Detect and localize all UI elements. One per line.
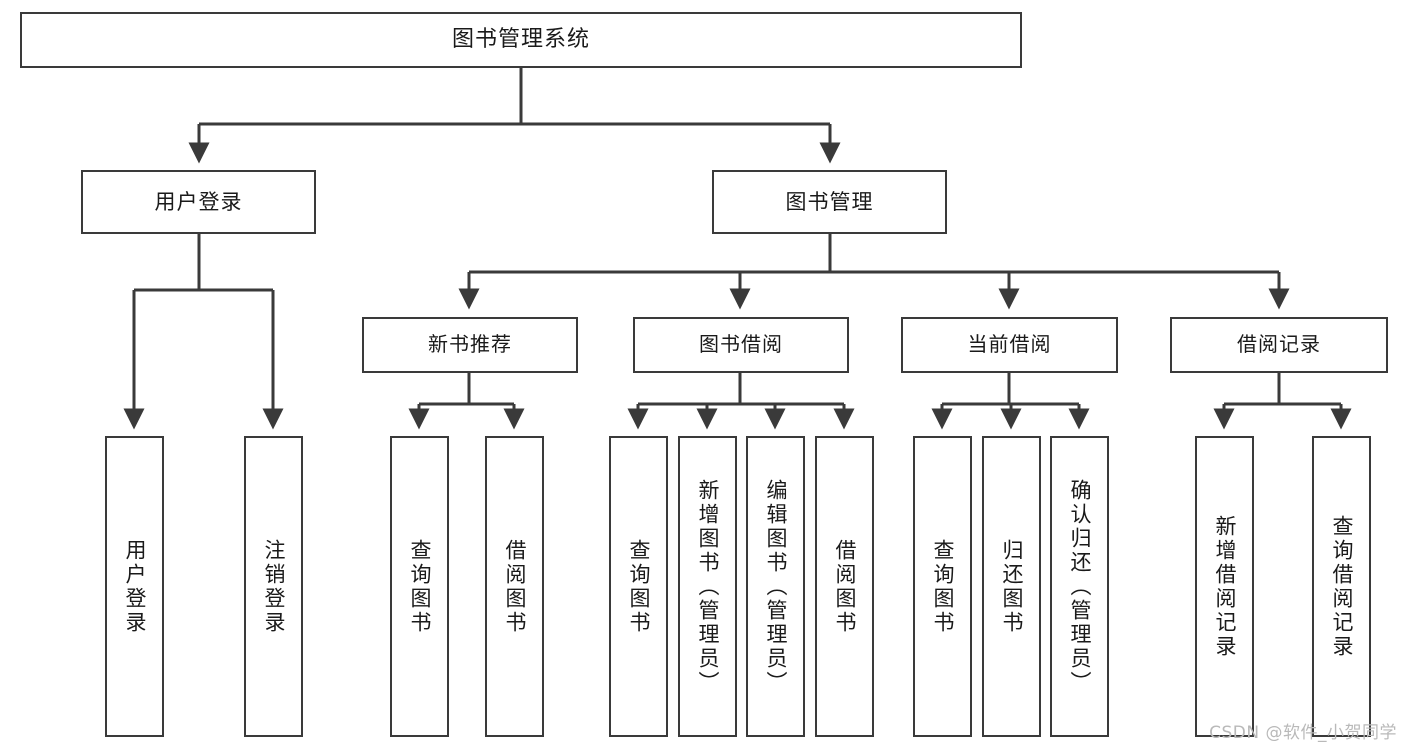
node-borrow-record[interactable]: 借阅记录 xyxy=(1170,317,1388,373)
node-current-borrow[interactable]: 当前借阅 xyxy=(901,317,1118,373)
node-label: 图书借阅 xyxy=(699,332,783,357)
node-label: 查询借阅记录 xyxy=(1330,514,1355,659)
node-new-book-recommend[interactable]: 新书推荐 xyxy=(362,317,578,373)
node-book-borrow[interactable]: 图书借阅 xyxy=(633,317,849,373)
leaf-current-borrow-confirm-return[interactable]: 确认归还（管理员） xyxy=(1050,436,1109,737)
leaf-borrow-record-add[interactable]: 新增借阅记录 xyxy=(1195,436,1254,737)
node-label: 借阅图书 xyxy=(833,538,858,635)
node-book-management-system[interactable]: 图书管理系统 xyxy=(20,12,1022,68)
leaf-user-login-login[interactable]: 用户登录 xyxy=(105,436,164,737)
node-label: 归还图书 xyxy=(1000,538,1025,635)
node-label: 图书管理系统 xyxy=(451,27,590,53)
node-label: 编辑图书（管理员） xyxy=(764,478,789,695)
node-label: 查询图书 xyxy=(408,538,433,635)
node-label: 新增借阅记录 xyxy=(1213,514,1238,659)
node-label: 用户登录 xyxy=(123,538,148,635)
node-book-management[interactable]: 图书管理 xyxy=(712,170,947,234)
leaf-user-login-logout[interactable]: 注销登录 xyxy=(244,436,303,737)
node-label: 当前借阅 xyxy=(967,332,1052,357)
node-label: 查询图书 xyxy=(627,538,652,635)
node-user-login[interactable]: 用户登录 xyxy=(81,170,316,234)
leaf-book-borrow-add[interactable]: 新增图书（管理员） xyxy=(678,436,737,737)
node-label: 用户登录 xyxy=(154,189,243,214)
node-label: 查询图书 xyxy=(931,538,956,635)
node-label: 确认归还（管理员） xyxy=(1068,478,1093,695)
leaf-borrow-record-query[interactable]: 查询借阅记录 xyxy=(1312,436,1371,737)
leaf-book-borrow-query[interactable]: 查询图书 xyxy=(609,436,668,737)
node-label: 注销登录 xyxy=(262,538,287,635)
node-label: 图书管理 xyxy=(785,189,874,214)
leaf-new-book-query[interactable]: 查询图书 xyxy=(390,436,449,737)
node-label: 新增图书（管理员） xyxy=(696,478,721,695)
node-label: 新书推荐 xyxy=(428,332,512,357)
leaf-new-book-borrow[interactable]: 借阅图书 xyxy=(485,436,544,737)
leaf-current-borrow-return[interactable]: 归还图书 xyxy=(982,436,1041,737)
node-label: 借阅记录 xyxy=(1237,332,1321,357)
leaf-current-borrow-query[interactable]: 查询图书 xyxy=(913,436,972,737)
leaf-book-borrow-edit[interactable]: 编辑图书（管理员） xyxy=(746,436,805,737)
leaf-book-borrow-borrow[interactable]: 借阅图书 xyxy=(815,436,874,737)
node-label: 借阅图书 xyxy=(503,538,528,635)
